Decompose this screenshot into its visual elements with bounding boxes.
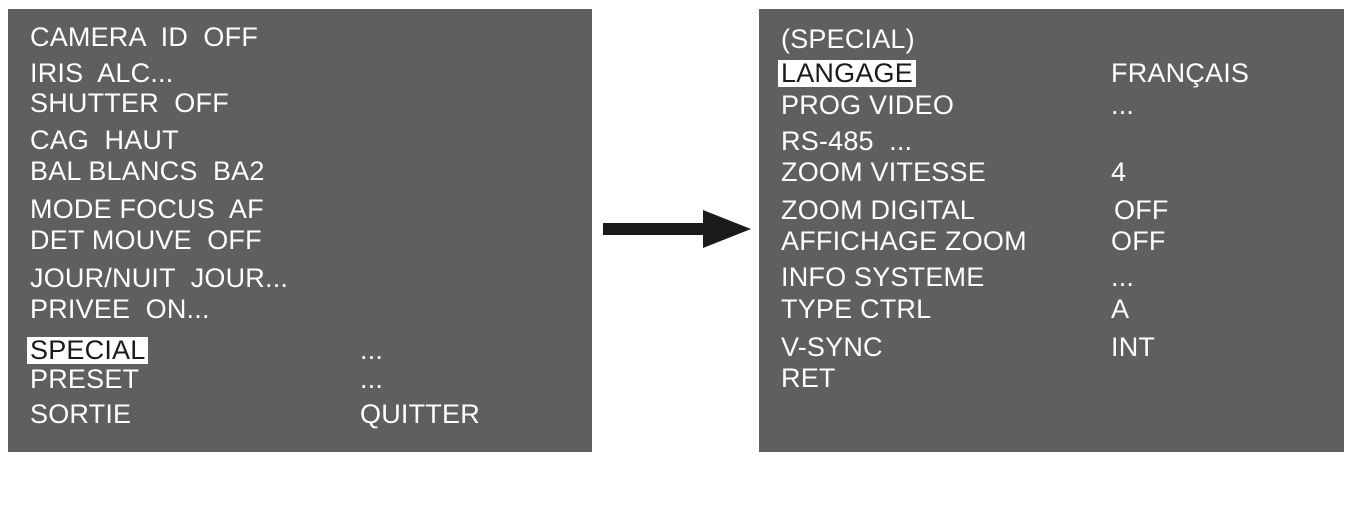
- menu-item-label: SHUTTER OFF: [30, 88, 229, 118]
- menu-item-langage[interactable]: LANGAGE FRANÇAIS: [778, 60, 1249, 90]
- menu-item-label: CAMERA ID OFF: [30, 22, 259, 52]
- menu-item-label: AFFICHAGE ZOOM: [781, 226, 1027, 256]
- menu-item-zoom-vitesse[interactable]: ZOOM VITESSE 4: [778, 159, 1126, 189]
- menu-item-value: INT: [1111, 332, 1156, 362]
- menu-item-zoom-digital[interactable]: ZOOM DIGITAL OFF: [778, 197, 1168, 227]
- menu-item-iris[interactable]: IRIS ALC...: [27, 60, 173, 90]
- menu-item-label: CAG HAUT: [30, 125, 179, 155]
- menu-item-label: PRESET: [30, 364, 140, 394]
- menu-item-special[interactable]: SPECIAL ...: [27, 337, 383, 367]
- menu-item-jour-nuit[interactable]: JOUR/NUIT JOUR...: [27, 265, 288, 295]
- menu-item-value: QUITTER: [360, 399, 480, 429]
- menu-item-shutter[interactable]: SHUTTER OFF: [27, 90, 229, 120]
- menu-title-text: (SPECIAL): [781, 24, 915, 54]
- menu-item-prog-video[interactable]: PROG VIDEO ...: [778, 92, 1134, 122]
- menu-item-camera-id[interactable]: CAMERA ID OFF: [27, 24, 258, 54]
- menu-item-label: SORTIE: [30, 399, 132, 429]
- menu-item-det-mouve[interactable]: DET MOUVE OFF: [27, 227, 262, 257]
- menu-item-label: RS-485 ...: [781, 126, 913, 156]
- menu-item-bal-blancs[interactable]: BAL BLANCS BA2: [27, 158, 264, 188]
- menu-item-label: MODE FOCUS AF: [30, 194, 264, 224]
- menu-item-value: FRANÇAIS: [1111, 58, 1250, 88]
- menu-item-affichage-zoom[interactable]: AFFICHAGE ZOOM OFF: [778, 228, 1165, 258]
- menu-item-value: A: [1111, 294, 1130, 324]
- menu-item-label: TYPE CTRL: [781, 294, 932, 324]
- menu-item-type-ctrl[interactable]: TYPE CTRL A: [778, 296, 1129, 326]
- menu-item-mode-focus[interactable]: MODE FOCUS AF: [27, 196, 264, 226]
- menu-item-label: RET: [781, 363, 836, 393]
- menu-item-label: PRIVEE ON...: [30, 294, 210, 324]
- menu-item-label: V-SYNC: [781, 332, 883, 362]
- menu-item-value: ...: [360, 335, 384, 365]
- menu-item-value: ...: [1111, 262, 1135, 292]
- menu-item-label: ZOOM DIGITAL: [781, 195, 975, 225]
- menu-item-ret[interactable]: RET: [778, 365, 835, 395]
- menu-item-label-selected: LANGAGE: [778, 60, 916, 87]
- menu-item-rs485[interactable]: RS-485 ...: [778, 128, 912, 158]
- menu-item-label: INFO SYSTEME: [781, 262, 985, 292]
- menu-item-label: IRIS ALC...: [30, 58, 174, 88]
- menu-item-privee[interactable]: PRIVEE ON...: [27, 296, 209, 326]
- menu-item-label: JOUR/NUIT JOUR...: [30, 263, 289, 293]
- menu-item-sortie[interactable]: SORTIE QUITTER: [27, 401, 480, 431]
- menu-item-value: ...: [360, 364, 384, 394]
- menu-item-preset[interactable]: PRESET ...: [27, 366, 383, 396]
- menu-item-v-sync[interactable]: V-SYNC INT: [778, 334, 1155, 364]
- menu-item-value: ...: [1111, 90, 1135, 120]
- menu-item-value: OFF: [1114, 195, 1169, 225]
- menu-item-cag[interactable]: CAG HAUT: [27, 127, 179, 157]
- menu-item-value: OFF: [1111, 226, 1166, 256]
- menu-item-label-selected: SPECIAL: [27, 337, 149, 364]
- right-arrow-icon: [603, 210, 751, 248]
- menu-item-info-systeme[interactable]: INFO SYSTEME ...: [778, 264, 1134, 294]
- menu-item-label: DET MOUVE OFF: [30, 225, 262, 255]
- menu-item-label: BAL BLANCS BA2: [30, 156, 265, 186]
- menu-item-value: 4: [1111, 157, 1127, 187]
- osd-special-menu: (SPECIAL) LANGAGE FRANÇAIS PROG VIDEO ..…: [759, 9, 1344, 452]
- menu-item-label: PROG VIDEO: [781, 90, 955, 120]
- osd-main-menu: CAMERA ID OFF IRIS ALC... SHUTTER OFF CA…: [8, 9, 592, 452]
- menu-title: (SPECIAL): [778, 26, 915, 56]
- menu-item-label: ZOOM VITESSE: [781, 157, 986, 187]
